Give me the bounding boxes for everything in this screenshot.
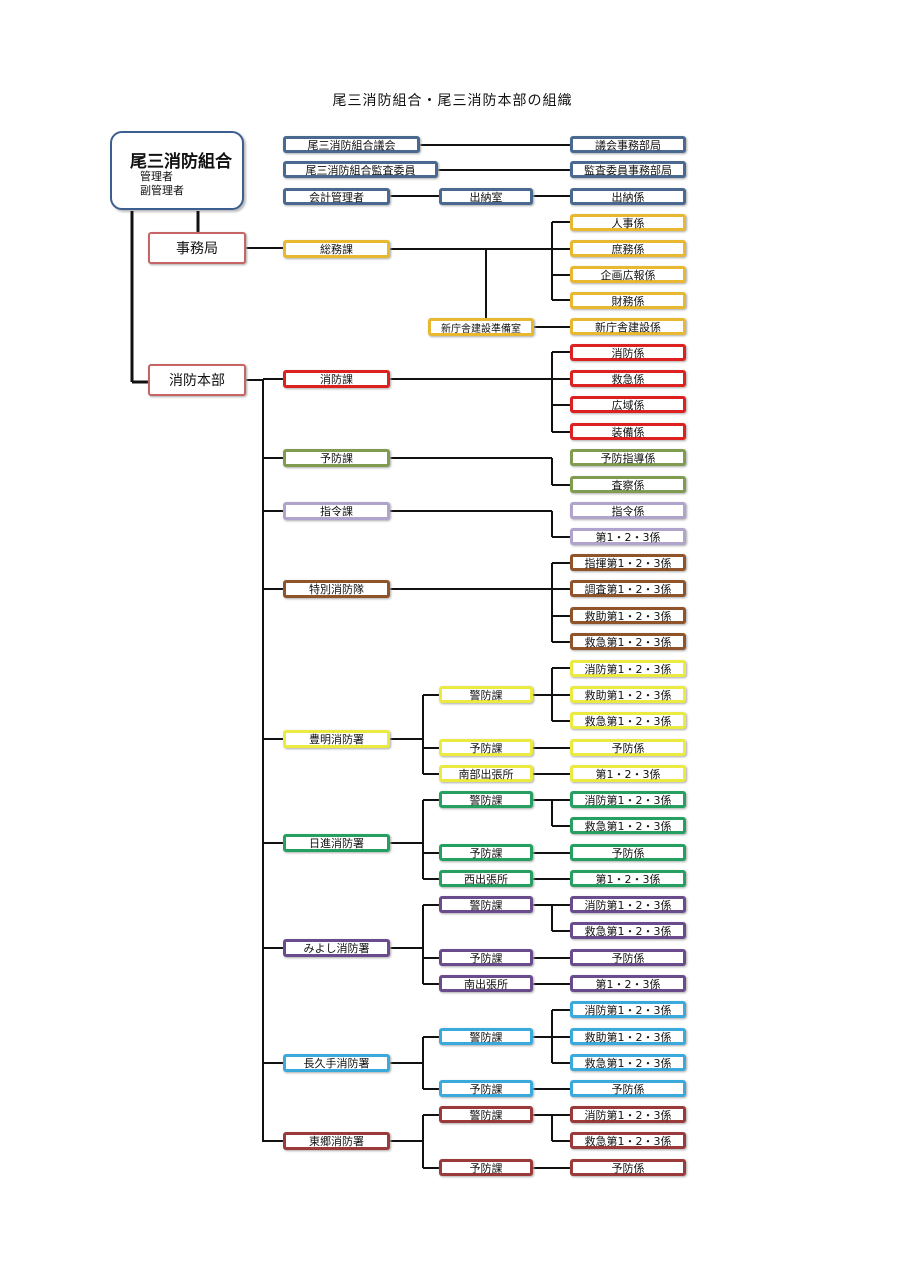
org-box-yobouka: 予防課 xyxy=(283,449,390,467)
org-box-shobou123: 消防第1・2・3係 xyxy=(570,896,686,913)
org-box-nishi: 西出張所 xyxy=(439,870,533,887)
org-box-kyukyu123: 救急第1・2・3係 xyxy=(570,1132,686,1149)
org-box-nagakute: 長久手消防署 xyxy=(283,1054,390,1072)
org-box-yobouka: 予防課 xyxy=(439,739,533,756)
org-box-shinchousha-junbi: 新庁舎建設準備室 xyxy=(428,318,534,336)
org-box-zaimu: 財務係 xyxy=(570,292,686,309)
org-box-shobou-k: 消防係 xyxy=(570,344,686,361)
org-box-honbu: 消防本部 xyxy=(148,364,246,396)
root-vice-admin-label: 副管理者 xyxy=(140,184,184,197)
org-box-shiki123: 指揮第1・2・3係 xyxy=(570,554,686,571)
org-box-kaikei: 会計管理者 xyxy=(283,188,390,205)
org-box-dai123: 第1・2・3係 xyxy=(570,528,686,545)
org-box-shobou123: 消防第1・2・3係 xyxy=(570,791,686,808)
org-box-nanbu: 南部出張所 xyxy=(439,765,533,782)
org-box-shobou123: 消防第1・2・3係 xyxy=(570,660,686,677)
org-box-kyukyu123: 救急第1・2・3係 xyxy=(570,633,686,650)
org-box-chousa123: 調査第1・2・3係 xyxy=(570,580,686,597)
org-box-shireika: 指令課 xyxy=(283,502,390,520)
org-box-yobou-k: 予防係 xyxy=(570,844,686,861)
org-box-keibou: 警防課 xyxy=(439,896,533,913)
org-box-kansa-jimu: 監査委員事務部局 xyxy=(570,161,686,178)
org-box-dai123: 第1・2・3係 xyxy=(570,870,686,887)
org-box-kansa: 尾三消防組合監査委員 xyxy=(283,161,438,178)
org-box-yobou-k: 予防係 xyxy=(570,1080,686,1097)
root-name: 尾三消防組合 xyxy=(130,152,232,172)
org-box-keibou: 警防課 xyxy=(439,1106,533,1123)
org-box-jinji: 人事係 xyxy=(570,214,686,231)
org-box-yobouka: 予防課 xyxy=(439,949,533,966)
org-box-suitou-kakari: 出納係 xyxy=(570,188,686,205)
org-box-kyukyu123: 救急第1・2・3係 xyxy=(570,817,686,834)
org-box-toyoake: 豊明消防署 xyxy=(283,730,390,748)
org-box-kouiki: 広域係 xyxy=(570,396,686,413)
org-box-kyujo123: 救助第1・2・3係 xyxy=(570,607,686,624)
org-box-kyujo123: 救助第1・2・3係 xyxy=(570,686,686,703)
org-box-minami: 南出張所 xyxy=(439,975,533,992)
org-box-suitou-shitsu: 出納室 xyxy=(439,188,533,205)
org-box-keibou: 警防課 xyxy=(439,686,533,703)
org-box-shobou123: 消防第1・2・3係 xyxy=(570,1001,686,1018)
org-box-gikai: 尾三消防組合議会 xyxy=(283,136,420,153)
org-box-yobouka: 予防課 xyxy=(439,1159,533,1176)
org-box-kyukyu-k: 救急係 xyxy=(570,370,686,387)
org-box-kyukyu123: 救急第1・2・3係 xyxy=(570,922,686,939)
org-box-yobou-k: 予防係 xyxy=(570,739,686,756)
org-box-dai123: 第1・2・3係 xyxy=(570,975,686,992)
org-box-jimukyoku: 事務局 xyxy=(148,232,246,264)
root-admin-label: 管理者 xyxy=(140,170,173,183)
org-box-togo: 東郷消防署 xyxy=(283,1132,390,1150)
org-box-shomu: 庶務係 xyxy=(570,240,686,257)
org-box-yobou-k: 予防係 xyxy=(570,1159,686,1176)
org-box-gikai-jimu: 議会事務部局 xyxy=(570,136,686,153)
org-box-kikaku: 企画広報係 xyxy=(570,266,686,283)
org-box-kyukyu123: 救急第1・2・3係 xyxy=(570,712,686,729)
org-box-shobouka: 消防課 xyxy=(283,370,390,388)
org-box-tokubetsu: 特別消防隊 xyxy=(283,580,390,598)
org-box-yobou-shidou: 予防指導係 xyxy=(570,449,686,466)
org-box-soumu: 総務課 xyxy=(283,240,390,258)
org-box-sasatsu: 査察係 xyxy=(570,476,686,493)
org-box-kyukyu123: 救急第1・2・3係 xyxy=(570,1054,686,1071)
org-box-yobou-k: 予防係 xyxy=(570,949,686,966)
org-box-shirei-k: 指令係 xyxy=(570,502,686,519)
org-box-shobou123: 消防第1・2・3係 xyxy=(570,1106,686,1123)
org-box-miyoshi: みよし消防署 xyxy=(283,939,390,957)
org-box-kyujo123: 救助第1・2・3係 xyxy=(570,1028,686,1045)
root-organization-box: 尾三消防組合 管理者 副管理者 xyxy=(110,131,244,210)
org-box-soubi: 装備係 xyxy=(570,423,686,440)
page-title: 尾三消防組合・尾三消防本部の組織 xyxy=(332,93,573,109)
org-box-keibou: 警防課 xyxy=(439,791,533,808)
org-box-nisshin: 日進消防署 xyxy=(283,834,390,852)
org-box-shinchousha: 新庁舎建設係 xyxy=(570,318,686,335)
org-box-yobouka: 予防課 xyxy=(439,1080,533,1097)
org-box-yobouka: 予防課 xyxy=(439,844,533,861)
org-box-dai123: 第1・2・3係 xyxy=(570,765,686,782)
org-box-keibou: 警防課 xyxy=(439,1028,533,1045)
